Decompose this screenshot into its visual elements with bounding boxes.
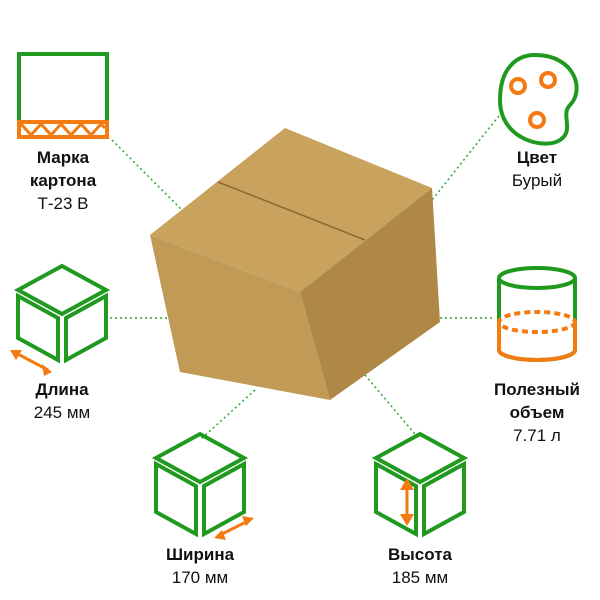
spec-title: объем xyxy=(509,403,565,422)
cube-width-icon xyxy=(151,431,251,538)
cube-height-icon xyxy=(371,431,469,538)
spec-title: Высота xyxy=(388,545,452,564)
spec-width: Ширина 170 мм xyxy=(120,543,280,589)
cardboard-box-image xyxy=(150,128,440,400)
spec-color: Цвет Бурый xyxy=(457,146,600,192)
spec-length: Длина 245 мм xyxy=(0,378,142,424)
spec-title: Длина xyxy=(35,380,89,399)
palette-icon xyxy=(497,52,579,146)
spec-value: 7.71 л xyxy=(513,426,561,445)
spec-title: Ширина xyxy=(165,545,235,564)
cylinder-volume-icon xyxy=(497,266,577,362)
spec-value: 170 мм xyxy=(171,568,229,587)
spec-height: Высота 185 мм xyxy=(340,543,500,589)
spec-title: Цвет xyxy=(516,148,558,167)
spec-grade: Марка картона Т-23 В xyxy=(0,146,143,215)
spec-value: 185 мм xyxy=(391,568,449,587)
corrugated-board-icon xyxy=(17,52,109,139)
spec-title: Марка xyxy=(36,148,90,167)
arrowheads xyxy=(10,350,254,540)
cube-length-icon xyxy=(13,263,111,372)
spec-value: 245 мм xyxy=(33,403,91,422)
spec-title: Полезный xyxy=(494,380,580,399)
spec-value: Бурый xyxy=(511,171,563,190)
spec-title: картона xyxy=(29,171,97,190)
spec-value: Т-23 В xyxy=(37,194,89,213)
connector-lines xyxy=(110,111,503,441)
spec-volume: Полезный объем 7.71 л xyxy=(457,378,600,447)
